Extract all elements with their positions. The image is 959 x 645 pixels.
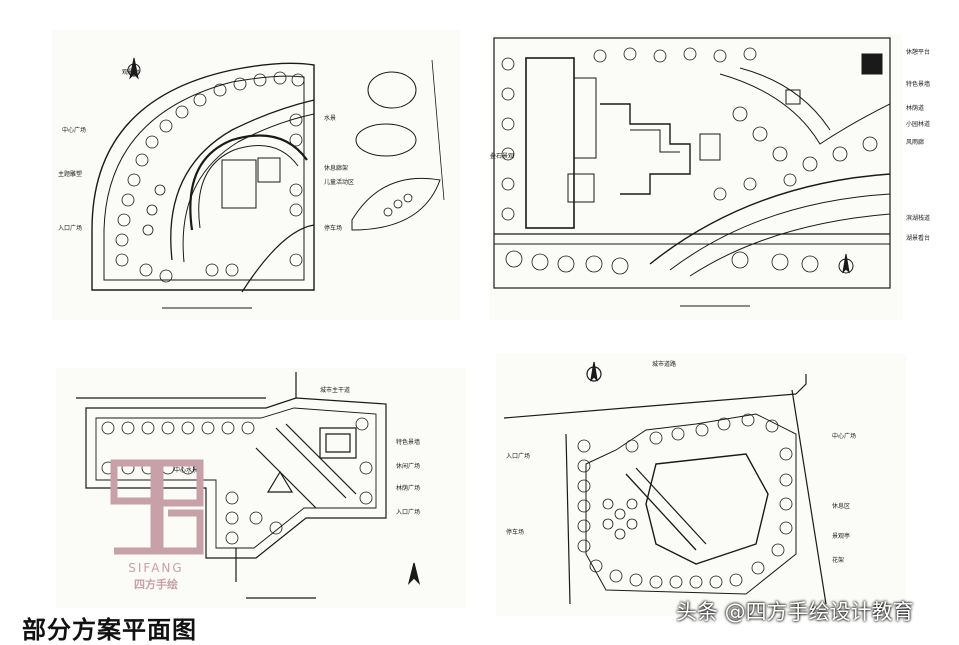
plan-label: 林荫道 bbox=[906, 105, 925, 112]
plan-label: 休息廊架 bbox=[324, 165, 349, 172]
plan-label: 特色景墙 bbox=[396, 439, 421, 446]
plan-label: 主题雕塑 bbox=[58, 171, 83, 178]
plan-label: 城市主干道 bbox=[320, 387, 351, 394]
plan-label: 中心广场 bbox=[832, 433, 857, 440]
plan-label: 入口广场 bbox=[506, 453, 531, 460]
plan-label: 花架 bbox=[832, 557, 845, 564]
plan-label: 入口广场 bbox=[58, 225, 83, 232]
plan-sheet-top-left: 中心广场 主题雕塑 入口广场 水景 休息廊架 儿童活动区 停车场 观景台 bbox=[52, 30, 460, 320]
plan-label: 休闲广场 bbox=[396, 463, 421, 470]
plan-label: 林荫广场 bbox=[396, 485, 421, 492]
plan-label: 景观亭 bbox=[832, 533, 851, 540]
watermark-text: 头条 @四方手绘设计教育 bbox=[676, 600, 914, 624]
plan-label: 休憩平台 bbox=[906, 49, 931, 56]
sifang-logo: SIFANG 四方手绘 bbox=[96, 455, 216, 591]
plan-label: 休息区 bbox=[832, 503, 851, 510]
plan-label: 中心水景 bbox=[174, 467, 199, 474]
plan-label: 中心广场 bbox=[62, 127, 87, 134]
plan-sheet-bottom-left: 城市主干道 特色景墙 休闲广场 林荫广场 入口广场 中心水景 bbox=[56, 368, 466, 608]
plan-sheet-top-right: 休憩平台 特色景墙 小园林道 风雨廊 林荫道 滨湖栈道 湖景看台 叠石景观 bbox=[490, 34, 930, 320]
plan-label: 入口广场 bbox=[396, 509, 421, 516]
plan-label: 停车场 bbox=[324, 225, 343, 232]
logo-mark-icon bbox=[110, 459, 204, 555]
logo-chinese-text: 四方手绘 bbox=[134, 578, 178, 591]
plan-sheet-bottom-right: 城市道路 入口广场 停车场 中心广场 休息区 景观亭 花架 bbox=[496, 354, 906, 616]
plan-drawing-top-right bbox=[493, 37, 891, 307]
page-caption: 部分方案平面图 bbox=[22, 615, 197, 644]
plan-label: 特色景墙 bbox=[906, 81, 931, 88]
plan-label: 叠石景观 bbox=[490, 153, 515, 160]
plan-label: 城市道路 bbox=[652, 361, 677, 368]
plan-label: 风雨廊 bbox=[906, 139, 925, 146]
logo-english-text: SIFANG bbox=[128, 561, 184, 575]
plan-label: 滨湖栈道 bbox=[906, 215, 931, 222]
plan-label: 停车场 bbox=[506, 529, 525, 536]
plan-drawing-bottom-right bbox=[503, 361, 827, 605]
plan-label: 水景 bbox=[324, 115, 337, 122]
plan-label: 儿童活动区 bbox=[324, 179, 355, 186]
plan-label: 湖景看台 bbox=[906, 235, 931, 242]
plan-label: 观景台 bbox=[122, 69, 141, 76]
plan-label: 小园林道 bbox=[906, 121, 931, 128]
plan-drawing-bottom-left bbox=[76, 372, 421, 599]
plan-drawing-top-left bbox=[91, 57, 445, 309]
